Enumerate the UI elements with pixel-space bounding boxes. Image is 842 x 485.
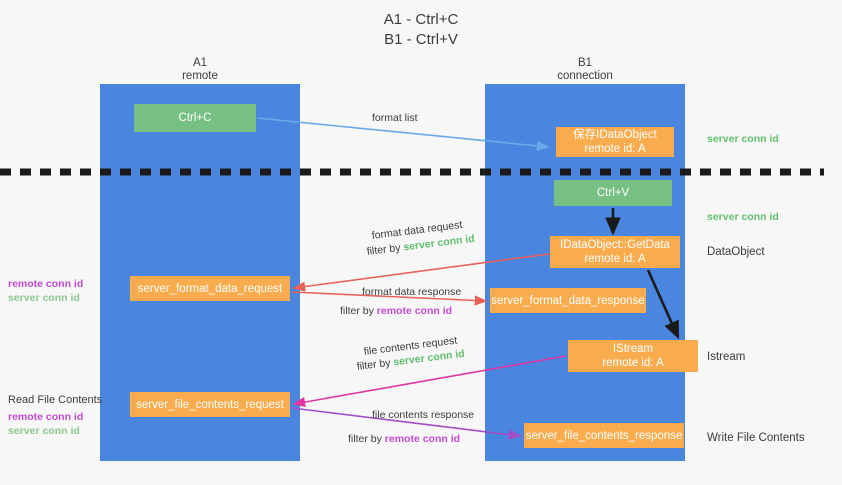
node-save-idataobject-subtitle: remote id: A (584, 143, 646, 155)
node-server-format-data-request[interactable]: server_format_data_request (130, 276, 290, 301)
title-line-2: B1 - Ctrl+V (384, 31, 458, 48)
node-server-file-contents-response[interactable]: server_file_contents_response (524, 423, 684, 448)
edge-label-format-data-response: format data response (362, 286, 462, 298)
node-server-file-contents-request[interactable]: server_file_contents_request (130, 392, 290, 417)
node-server-format-data-response-label: server_format_data_response (491, 294, 645, 307)
edge-label-file-contents-response: file contents response (372, 409, 475, 421)
note-remote-conn-id: remote conn id (8, 278, 84, 290)
edge-label-format-list: format list (372, 112, 418, 124)
node-server-format-data-response[interactable]: server_format_data_response (490, 288, 646, 313)
node-istream[interactable]: IStream remote id: A (568, 340, 698, 372)
node-server-file-contents-response-label: server_file_contents_response (525, 429, 683, 442)
page-title: A1 - Ctrl+C B1 - Ctrl+V (0, 10, 842, 50)
lane-header-a1: A1 remote (100, 57, 300, 83)
node-istream-subtitle: remote id: A (602, 357, 664, 369)
note-conn-ids-format: remote conn id server conn id (8, 277, 83, 305)
arrow-file-contents-response (291, 407, 522, 440)
node-ctrl-c[interactable]: Ctrl+C (134, 104, 256, 132)
note-conn-ids-file-contents: remote conn id server conn id (8, 410, 83, 438)
lane-b1-subtitle: connection (557, 70, 613, 82)
note-write-file-contents: Write File Contents (707, 432, 805, 444)
lane-a1-name: A1 (192, 57, 208, 69)
note-server-conn-id-second: server conn id (707, 211, 779, 223)
node-istream-title: IStream (612, 343, 654, 355)
filter-value-remote-conn-id: remote conn id (376, 305, 453, 317)
filter-prefix: filter by (348, 433, 385, 445)
note-istream: Istream (707, 351, 746, 363)
note-server-conn-id: server conn id (8, 292, 80, 304)
arrow-file-contents-request (292, 355, 567, 408)
lane-header-b1: B1 connection (485, 57, 685, 83)
node-save-idataobject-title: 保存IDataObject (573, 129, 657, 141)
arrow-format-data-request (292, 253, 550, 292)
node-ctrl-v[interactable]: Ctrl+V (554, 180, 672, 206)
arrow-format-data-response (291, 291, 488, 306)
node-idataobject-getdata[interactable]: IDataObject::GetData remote id: A (550, 236, 680, 268)
arrow-getdata-to-istream (646, 269, 680, 340)
lane-a1-subtitle: remote (182, 70, 218, 82)
note-server-conn-id: server conn id (8, 425, 80, 437)
node-server-file-contents-request-label: server_file_contents_request (136, 398, 284, 411)
title-line-1: A1 - Ctrl+C (383, 11, 459, 28)
edge-label-format-data-response-filter: filter by remote conn id (340, 304, 452, 318)
node-idataobject-getdata-subtitle: remote id: A (584, 253, 646, 265)
note-remote-conn-id: remote conn id (8, 411, 84, 423)
note-read-file-contents: Read File Contents (8, 394, 103, 406)
node-save-idataobject[interactable]: 保存IDataObject remote id: A (556, 127, 674, 157)
edge-label-file-contents-response-filter: filter by remote conn id (348, 432, 460, 446)
arrow-format-list (256, 117, 550, 151)
node-ctrl-v-label: Ctrl+V (596, 187, 630, 199)
node-idataobject-getdata-title: IDataObject::GetData (560, 239, 670, 251)
node-server-format-data-request-label: server_format_data_request (137, 282, 283, 295)
filter-value-remote-conn-id: remote conn id (384, 433, 461, 445)
note-server-conn-id-top: server conn id (707, 133, 779, 145)
lane-b1-name: B1 (577, 57, 593, 69)
note-dataobject: DataObject (707, 246, 765, 258)
node-ctrl-c-label: Ctrl+C (178, 112, 212, 124)
filter-prefix: filter by (340, 305, 377, 317)
